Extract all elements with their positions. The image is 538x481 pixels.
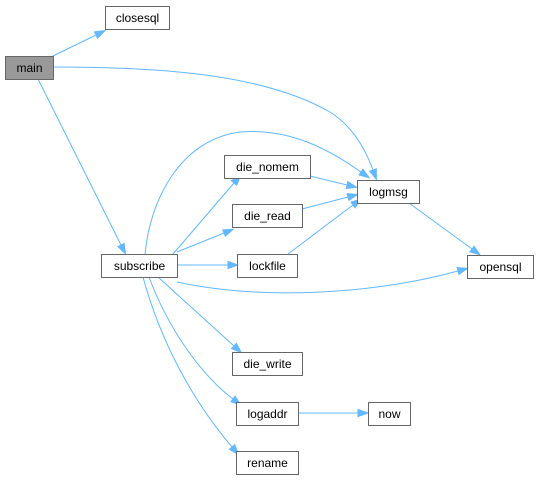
edge-line <box>301 196 349 210</box>
arrowhead-icon <box>357 408 370 418</box>
edges-layer <box>37 29 482 456</box>
node-box[interactable] <box>368 402 411 426</box>
node-box[interactable] <box>467 255 534 279</box>
arrowhead-icon <box>469 245 482 256</box>
arrowhead-icon <box>227 260 240 270</box>
edge-main-to-subscribe <box>37 78 127 256</box>
node-box[interactable] <box>232 204 303 228</box>
edge-line <box>309 175 348 186</box>
edge-subscribe-to-die_write <box>157 276 243 354</box>
edge-main-to-logmsg <box>52 66 377 181</box>
node-label: logaddr <box>247 407 287 421</box>
node-closesql[interactable]: closesql <box>105 6 170 30</box>
node-rename[interactable]: rename <box>236 451 299 475</box>
node-logaddr[interactable]: logaddr <box>236 402 299 426</box>
edge-subscribe-to-rename <box>142 276 240 456</box>
arrowhead-icon <box>93 29 107 39</box>
edge-line <box>37 78 122 246</box>
node-logmsg[interactable]: logmsg <box>357 180 420 204</box>
node-box[interactable] <box>105 6 170 30</box>
edge-die_nomem-to-logmsg <box>309 175 359 189</box>
edge-logaddr-to-now <box>298 408 370 418</box>
node-box[interactable] <box>236 402 299 426</box>
node-box[interactable] <box>224 155 311 179</box>
node-box[interactable] <box>357 180 420 204</box>
edge-line <box>172 182 235 255</box>
node-die_write[interactable]: die_write <box>232 352 303 376</box>
node-label: opensql <box>479 260 521 274</box>
node-label: logmsg <box>369 185 408 199</box>
node-now[interactable]: now <box>368 402 411 426</box>
node-label: now <box>378 407 400 421</box>
edge-subscribe-to-logmsg <box>144 131 371 255</box>
edge-subscribe-to-lockfile <box>177 260 240 270</box>
node-box[interactable] <box>236 451 299 475</box>
arrowhead-icon <box>346 193 360 202</box>
arrowhead-icon <box>368 168 377 181</box>
arrowhead-icon <box>117 242 127 256</box>
arrowhead-icon <box>345 180 359 189</box>
edge-subscribe-to-logaddr <box>148 276 243 407</box>
edge-subscribe-to-die_read <box>176 228 235 253</box>
node-label: rename <box>247 456 288 470</box>
node-box[interactable] <box>101 254 178 278</box>
node-box[interactable] <box>232 352 303 376</box>
arrowhead-icon <box>230 342 243 354</box>
node-lockfile[interactable]: lockfile <box>237 254 298 278</box>
node-opensql[interactable]: opensql <box>467 255 534 279</box>
edge-die_read-to-logmsg <box>301 193 360 210</box>
edge-line <box>287 204 354 255</box>
edge-main-to-closesql <box>52 29 107 57</box>
node-label: die_read <box>244 209 291 223</box>
node-die_read[interactable]: die_read <box>232 204 303 228</box>
arrowhead-icon <box>358 168 371 179</box>
edge-line <box>52 66 374 171</box>
node-subscribe[interactable]: subscribe <box>101 254 178 278</box>
edge-line <box>148 276 234 400</box>
edge-subscribe-to-opensql <box>176 267 470 294</box>
edge-line <box>142 276 233 448</box>
arrowhead-icon <box>456 267 470 276</box>
edge-line <box>176 232 225 253</box>
nodes-layer: main closesql logmsg subscribe die_nomem die_… <box>5 6 534 475</box>
node-main[interactable]: main <box>5 56 54 80</box>
node-die_nomem[interactable]: die_nomem <box>224 155 311 179</box>
edge-line <box>52 34 97 57</box>
arrowhead-icon <box>221 228 235 238</box>
node-box[interactable] <box>237 254 298 278</box>
edge-logmsg-to-opensql <box>408 202 482 256</box>
edge-line <box>157 276 235 347</box>
node-label: closesql <box>116 11 159 25</box>
node-box[interactable] <box>5 56 54 80</box>
node-label: main <box>16 61 42 75</box>
edge-line <box>144 131 362 255</box>
edge-line <box>408 202 473 250</box>
edge-subscribe-to-die_nomem <box>172 174 242 255</box>
node-label: lockfile <box>249 259 286 273</box>
edge-line <box>176 270 459 294</box>
node-label: die_nomem <box>236 160 299 174</box>
node-label: die_write <box>243 357 291 371</box>
node-label: subscribe <box>114 259 166 273</box>
